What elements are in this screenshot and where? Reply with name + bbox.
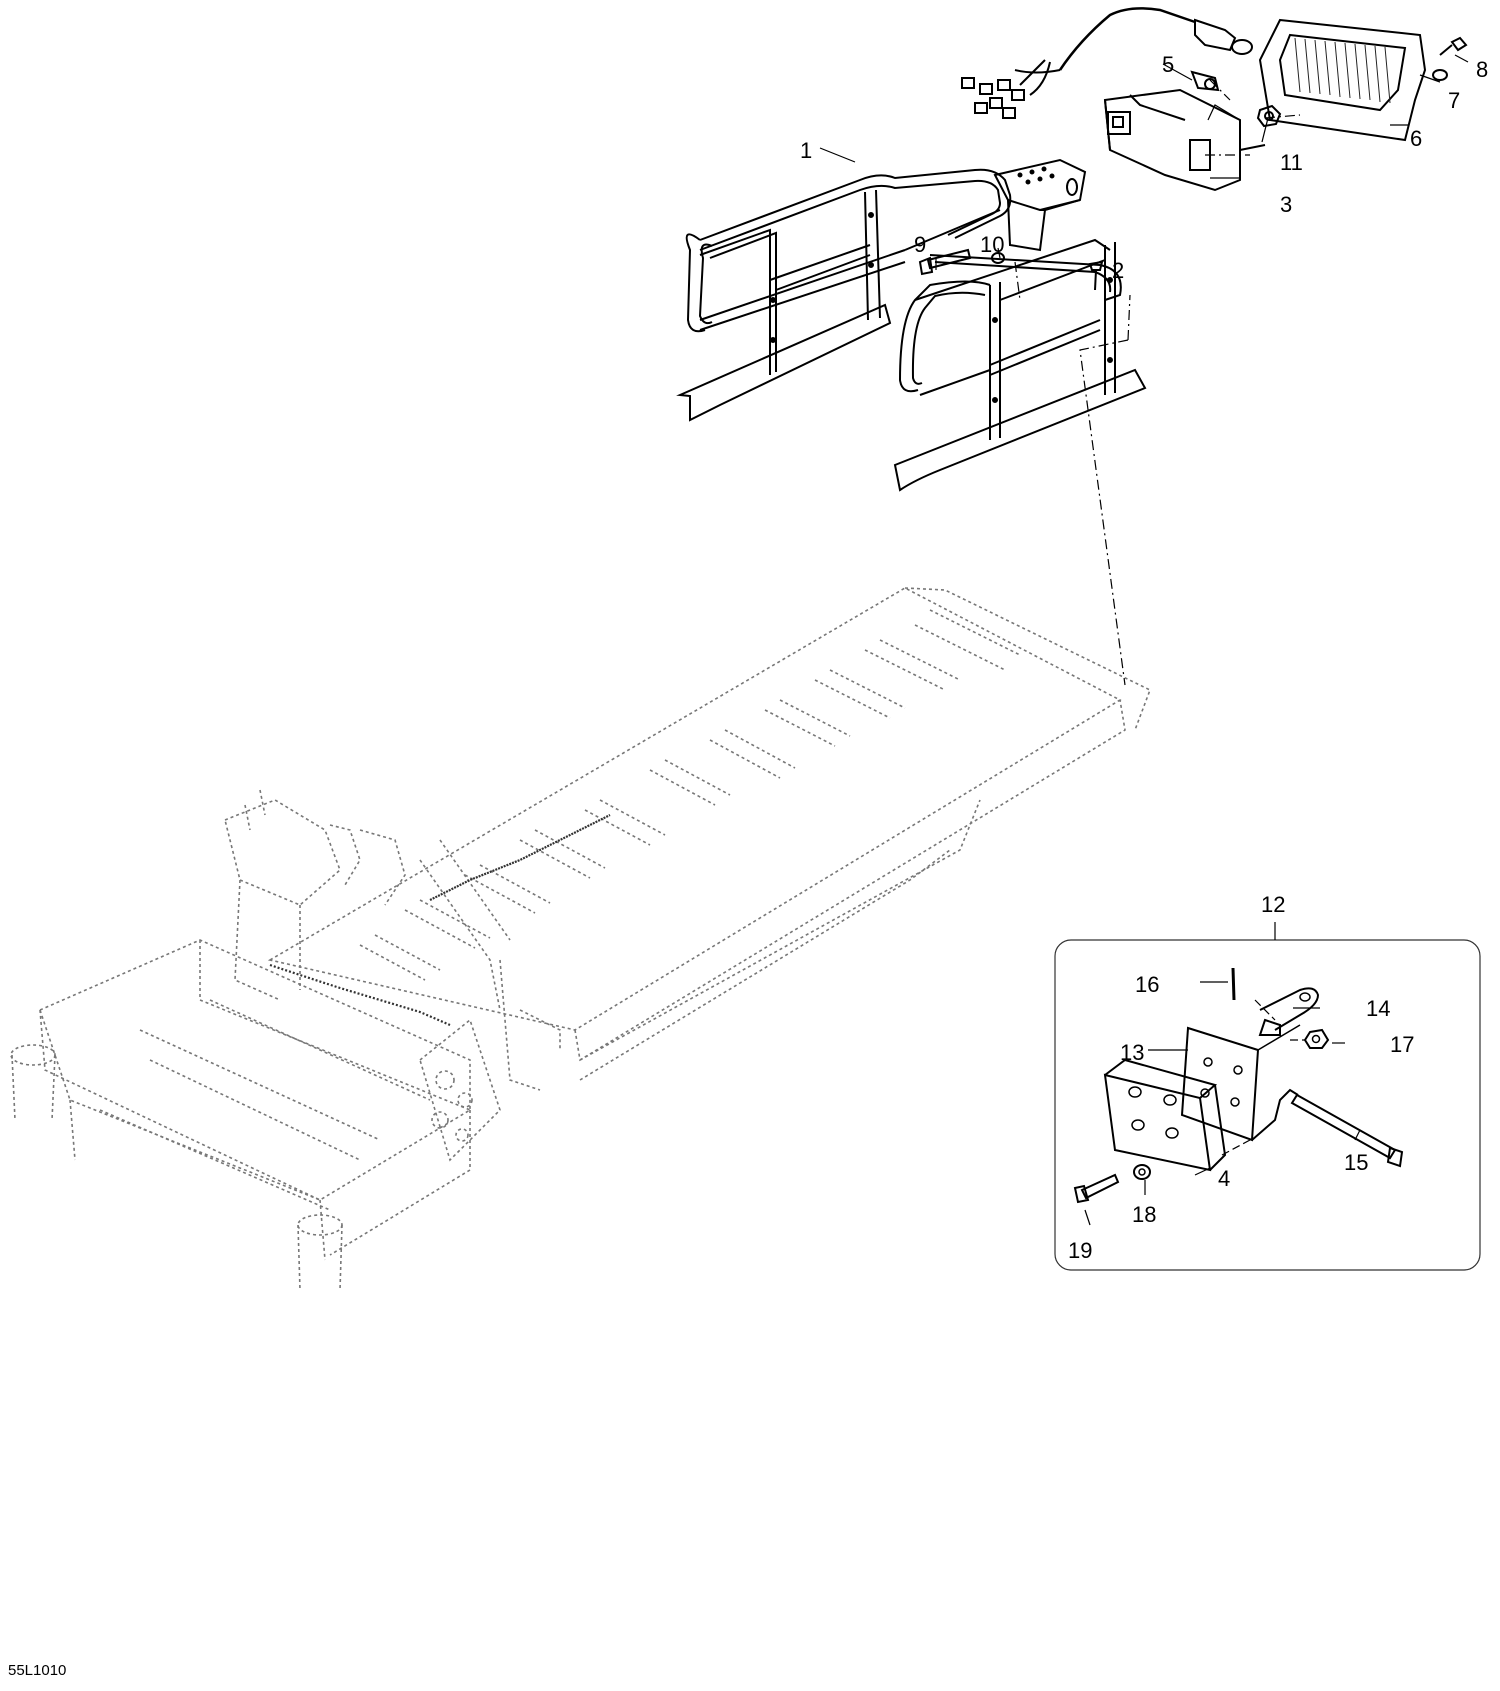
callout-5: 5 bbox=[1162, 52, 1174, 77]
callout-11: 11 bbox=[1280, 150, 1303, 175]
callout-12: 12 bbox=[1261, 892, 1285, 917]
callout-17: 17 bbox=[1390, 1032, 1414, 1057]
hitch-kit-inset bbox=[1054, 922, 1481, 1271]
chassis-ghost bbox=[10, 587, 1152, 1291]
assembly-leaders bbox=[1014, 79, 1301, 686]
callout-7: 7 bbox=[1448, 88, 1460, 113]
callout-6: 6 bbox=[1410, 126, 1422, 151]
diagram-reference-code: 55L1010 bbox=[8, 1662, 67, 1679]
callout-3: 3 bbox=[1280, 192, 1292, 217]
callout-2: 2 bbox=[1112, 258, 1124, 283]
taillight-assembly bbox=[918, 7, 1468, 291]
callout-leaders bbox=[819, 54, 1469, 1226]
callout-4: 4 bbox=[1218, 1166, 1230, 1191]
callout-1: 1 bbox=[800, 138, 812, 163]
callout-14: 14 bbox=[1366, 996, 1390, 1021]
callout-13: 13 bbox=[1120, 1040, 1144, 1065]
callout-18: 18 bbox=[1132, 1202, 1156, 1227]
tunnel-edge-strip bbox=[269, 814, 611, 1027]
callout-9: 9 bbox=[914, 232, 926, 257]
callout-8: 8 bbox=[1476, 57, 1488, 82]
callout-10: 10 bbox=[980, 232, 1004, 257]
rear-rack bbox=[676, 158, 1147, 492]
callout-19: 19 bbox=[1068, 1238, 1092, 1263]
callout-15: 15 bbox=[1344, 1150, 1368, 1175]
callout-labels: 1 2 3 4 5 6 7 8 9 10 11 12 13 14 15 16 1… bbox=[800, 52, 1488, 1263]
callout-16: 16 bbox=[1135, 972, 1159, 997]
